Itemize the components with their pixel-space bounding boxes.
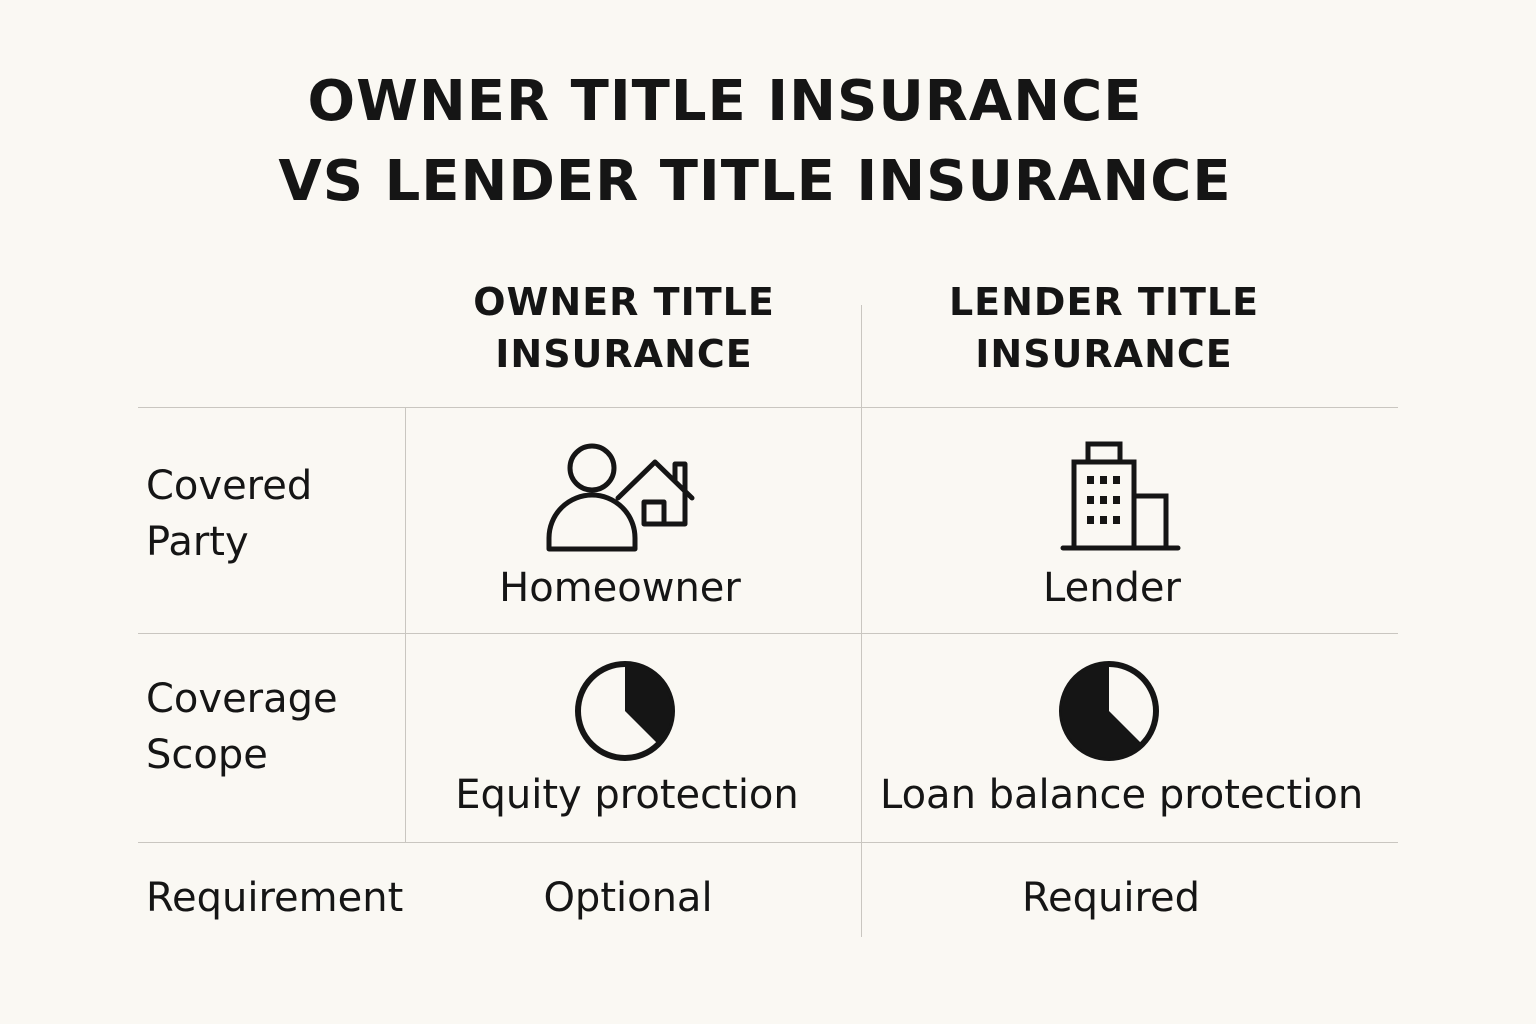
building-icon xyxy=(1060,441,1181,551)
person-house-icon xyxy=(546,443,695,552)
column-header-lender-line-2: INSURANCE xyxy=(975,332,1233,376)
coverage-scope-owner-value: Equity protection xyxy=(455,772,799,818)
column-header-lender-line-1: LENDER TITLE xyxy=(948,280,1260,324)
row-label-coverage-scope: Coverage Scope xyxy=(146,671,338,783)
column-header-owner-line-2: INSURANCE xyxy=(495,332,753,376)
coverage-scope-lender-value: Loan balance protection xyxy=(880,772,1364,818)
row-label-covered-party: Covered Party xyxy=(146,458,312,570)
row-label-covered-party-line-1: Covered xyxy=(146,463,313,509)
row-label-coverage-scope-line-2: Scope xyxy=(146,732,268,778)
covered-party-owner-value: Homeowner xyxy=(499,565,741,611)
requirement-owner-value: Optional xyxy=(543,875,713,921)
page-title-line-1: OWNER TITLE INSURANCE xyxy=(307,69,1143,134)
divider-row-2 xyxy=(138,842,1398,843)
row-label-requirement: Requirement xyxy=(146,875,404,921)
row-label-coverage-scope-line-1: Coverage xyxy=(146,676,338,722)
divider-header xyxy=(138,407,1398,408)
divider-label-column xyxy=(405,407,406,842)
row-label-covered-party-line-2: Party xyxy=(146,519,249,565)
requirement-lender-value: Required xyxy=(1021,875,1201,921)
pie-mostly-filled-icon xyxy=(1059,661,1159,761)
divider-row-1 xyxy=(138,633,1398,634)
divider-middle-column xyxy=(861,305,862,937)
page-title-line-2: VS LENDER TITLE INSURANCE xyxy=(278,149,1232,214)
column-header-lender: LENDER TITLE INSURANCE xyxy=(904,276,1304,380)
column-header-owner: OWNER TITLE INSURANCE xyxy=(424,276,824,380)
column-header-owner-line-1: OWNER TITLE xyxy=(473,280,775,324)
pie-partial-icon xyxy=(575,661,675,761)
covered-party-lender-value: Lender xyxy=(1043,565,1181,611)
